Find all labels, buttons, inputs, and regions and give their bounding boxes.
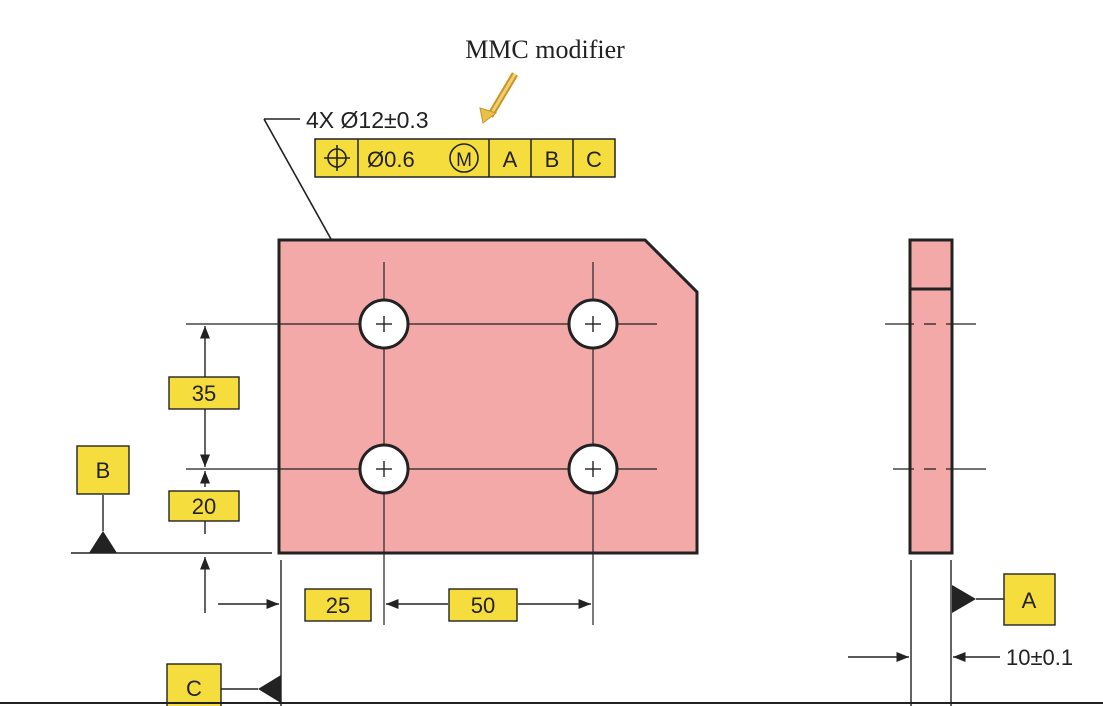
hole-callout-text: 4X Ø12±0.3: [306, 107, 429, 133]
part-side-view: [908, 238, 954, 555]
fcf-tolerance: Ø0.6: [367, 147, 415, 172]
hole-top-right: [567, 298, 619, 350]
part-front-view: [277, 238, 699, 555]
fcf-modifier: M: [456, 150, 472, 171]
hole-bottom-right: [567, 443, 619, 495]
dim-thickness-value: 10±0.1: [1006, 645, 1073, 670]
datum-c-symbol: [166, 663, 281, 706]
fcf-datum-primary: A: [503, 147, 518, 172]
fcf-datum-secondary: B: [545, 147, 560, 172]
feature-control-frame: [314, 138, 616, 178]
position-symbol-icon: [324, 145, 350, 171]
dim-20-box: [168, 490, 240, 522]
dim-35-value: 35: [192, 381, 216, 406]
mmc-modifier-label: MMC modifier: [465, 35, 625, 64]
hole-bottom-left: [358, 443, 410, 495]
datum-a-label: A: [1022, 588, 1037, 613]
datum-b-symbol: [71, 445, 272, 554]
dimension-line-25: [218, 560, 448, 706]
datum-c-label: C: [186, 676, 202, 701]
dim-25-box: [304, 588, 372, 622]
dim-25-value: 25: [326, 593, 350, 618]
fcf-datum-tertiary: C: [586, 147, 602, 172]
side-view-hidden-lines: [885, 323, 986, 470]
dim-35-box: [168, 376, 240, 410]
dim-50-box: [448, 588, 518, 622]
mmc-pointer-arrow: [479, 72, 519, 124]
mmc-circle-icon: [449, 143, 479, 173]
dim-50-value: 50: [471, 593, 495, 618]
datum-b-label: B: [96, 458, 111, 483]
datum-a-symbol: [952, 573, 1056, 626]
dimension-line-thickness: [848, 560, 1000, 706]
dim-20-value: 20: [192, 494, 216, 519]
hole-top-left: [358, 298, 410, 350]
